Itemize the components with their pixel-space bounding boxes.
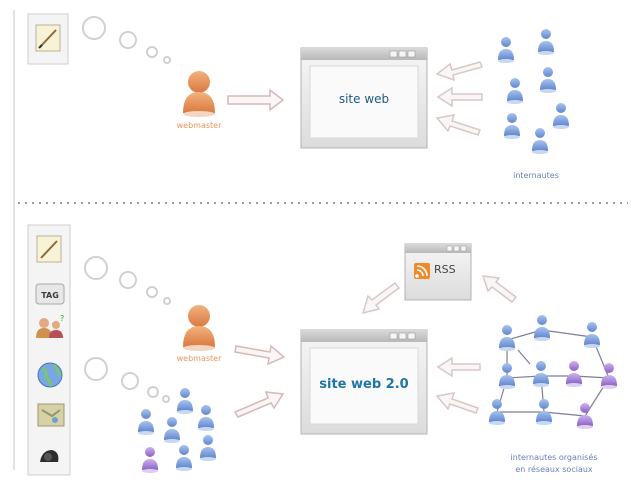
site-web-2-title: site web 2.0 [319,377,409,392]
tag-icon: TAG [35,283,65,305]
internautes-cluster [498,29,569,154]
thought-bubbles-top [82,16,171,64]
reseaux-sociaux-label: en réseaux sociaux [515,465,593,474]
rss-icon [414,263,430,279]
webmaster-label-top: webmaster [176,121,222,130]
svg-text:?: ? [60,314,64,323]
social-network [489,315,617,429]
internautes-label: internautes [513,171,559,180]
webmaster-avatar [183,305,215,351]
arrow-users-to-rss [481,275,518,304]
top-section [27,13,569,154]
globe-icon [37,362,63,388]
contributors-cluster [138,388,216,473]
arrow-users-to-site2-left [233,391,285,418]
pencil-document-icon [35,24,61,52]
internautes-organises-label: internautes organisés [510,453,598,462]
site-web-2-window [300,329,428,435]
rss-window [404,243,472,301]
map-icon [37,403,65,427]
people-icon: ? [36,314,64,338]
bottom-tool-column: TAG ? [27,224,71,476]
site-web-title: site web [338,92,390,106]
pencil-document-icon [36,235,62,263]
rss-label: RSS [434,263,456,276]
thought-bubbles-bottom-lower [84,357,170,403]
arrows-network-to-site2 [435,356,481,414]
thought-bubbles-bottom-upper [84,256,171,305]
arrow-rss-to-site2 [361,281,401,315]
site-web-window [300,47,428,149]
bottom-section: TAG ? [27,224,617,476]
arrow-webmaster-to-site2 [234,344,286,366]
webmaster-avatar [183,71,215,117]
top-tool-box [27,13,69,65]
arrows-users-to-site-top [435,61,484,136]
arrow-webmaster-to-site [227,88,285,112]
webmaster-label-bottom: webmaster [176,354,222,363]
svg-text:TAG: TAG [41,291,59,300]
photo-camera-icon [40,450,59,462]
